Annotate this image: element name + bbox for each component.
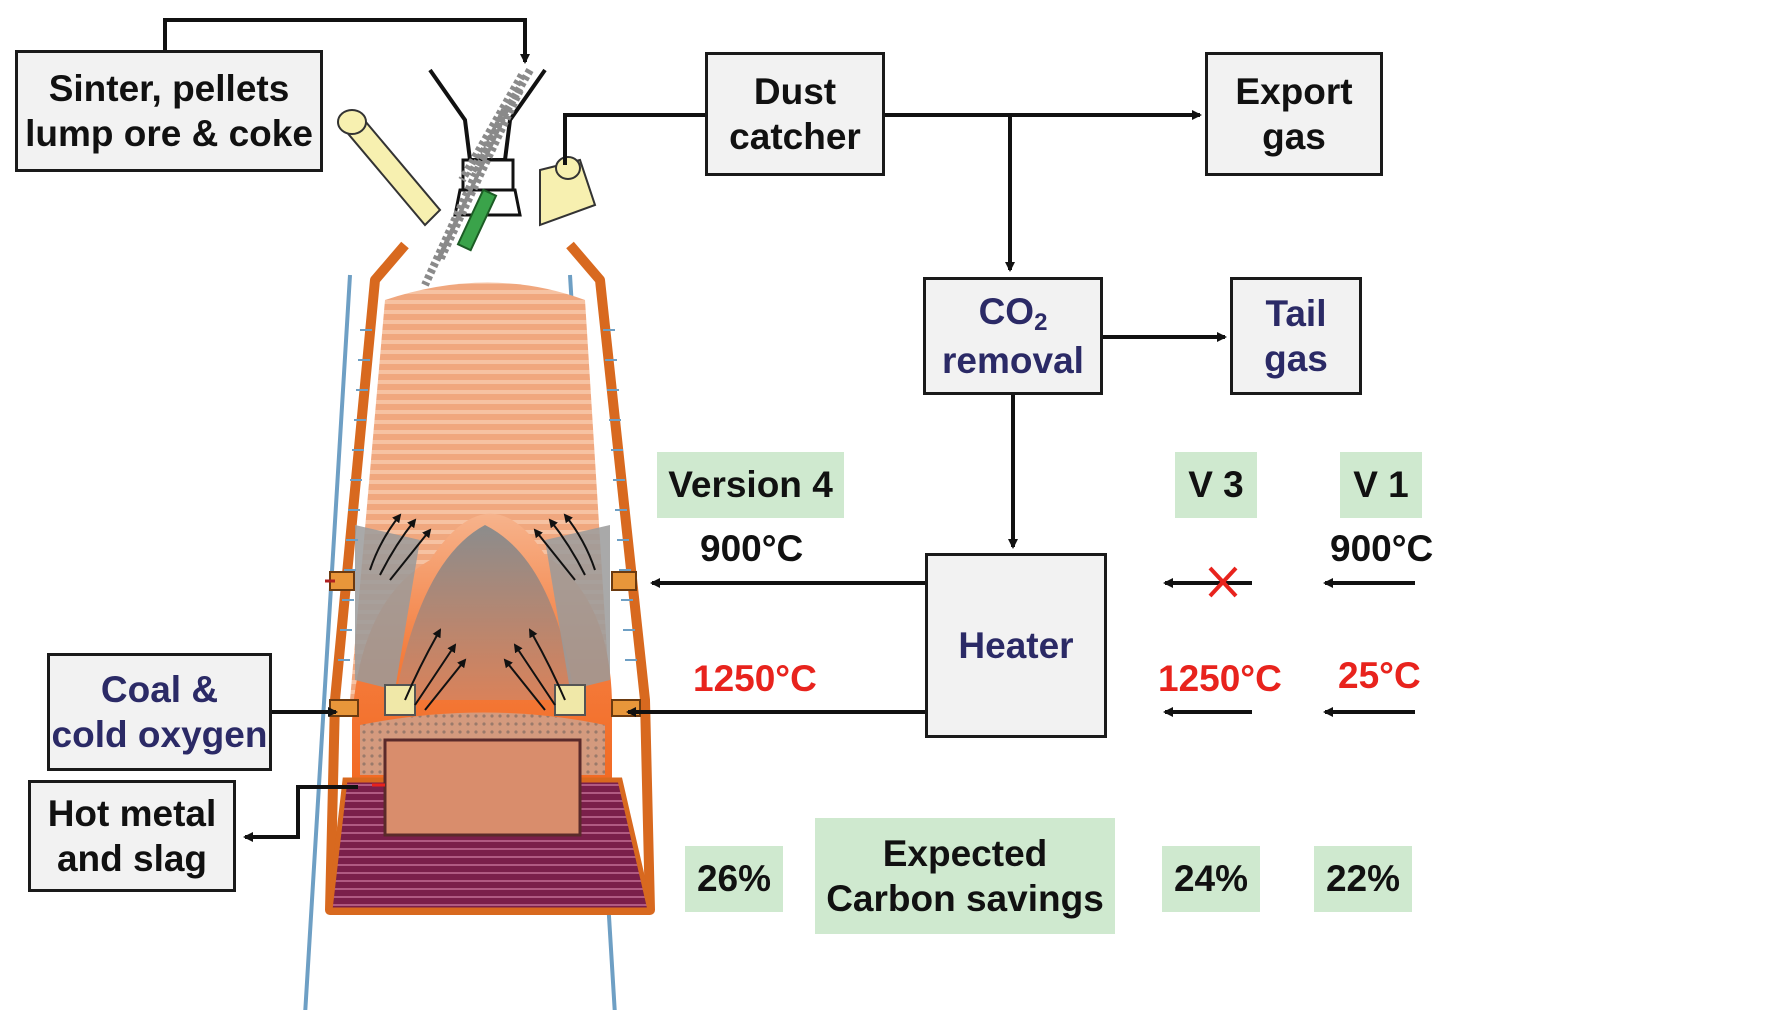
heater-label: Heater bbox=[958, 624, 1074, 666]
dust-catcher-line1: Dust bbox=[753, 70, 837, 112]
burden-line1: Sinter, pellets bbox=[48, 67, 290, 109]
coal-oxygen-line1: Coal & bbox=[100, 668, 219, 710]
co2-removal-box: CO2 removal bbox=[923, 277, 1103, 395]
savings-v1-value: 22% bbox=[1325, 858, 1401, 900]
crossed-out-icon bbox=[1208, 566, 1238, 598]
savings-v4-value: 26% bbox=[696, 858, 772, 900]
tail-gas-box: Tail gas bbox=[1230, 277, 1362, 395]
coal-oxygen-box: Coal & cold oxygen bbox=[47, 653, 272, 771]
savings-v1-tag: 22% bbox=[1314, 846, 1412, 912]
v4-lower-temp: 1250°C bbox=[693, 658, 817, 699]
savings-v3-tag: 24% bbox=[1162, 846, 1260, 912]
v4-upper-temp: 900°C bbox=[700, 528, 804, 569]
burden-input-box: Sinter, pellets lump ore & coke bbox=[15, 50, 323, 172]
v1-upper-temp: 900°C bbox=[1330, 528, 1434, 569]
blast-furnace-icon bbox=[303, 68, 655, 1010]
expected-savings-line2: Carbon savings bbox=[826, 878, 1104, 919]
flow-arrows bbox=[163, 18, 1415, 842]
export-gas-box: Export gas bbox=[1205, 52, 1383, 176]
version-3-label: V 3 bbox=[1188, 464, 1244, 506]
hot-metal-box: Hot metal and slag bbox=[28, 780, 236, 892]
co2-label: CO2 bbox=[978, 291, 1048, 337]
version-4-tag: Version 4 bbox=[657, 452, 844, 518]
co2-removal-line2: removal bbox=[942, 339, 1084, 381]
export-gas-line2: gas bbox=[1262, 116, 1326, 157]
expected-savings-line1: Expected bbox=[882, 832, 1048, 874]
coal-oxygen-line2: cold oxygen bbox=[51, 714, 268, 755]
savings-v3-value: 24% bbox=[1173, 858, 1249, 900]
hot-metal-line2: and slag bbox=[56, 838, 208, 879]
v1-lower-temp: 25°C bbox=[1338, 655, 1421, 696]
burden-line2: lump ore & coke bbox=[25, 113, 313, 154]
tail-gas-line1: Tail bbox=[1265, 292, 1327, 334]
version-3-tag: V 3 bbox=[1175, 452, 1257, 518]
dust-catcher-box: Dust catcher bbox=[705, 52, 885, 176]
version-1-label: V 1 bbox=[1353, 464, 1409, 506]
expected-savings-tag: Expected Carbon savings bbox=[815, 818, 1115, 934]
version-4-label: Version 4 bbox=[668, 464, 833, 506]
dust-catcher-line2: catcher bbox=[729, 116, 861, 157]
version-1-tag: V 1 bbox=[1340, 452, 1422, 518]
heater-box: Heater bbox=[925, 553, 1107, 738]
export-gas-line1: Export bbox=[1235, 70, 1353, 112]
tail-gas-line2: gas bbox=[1264, 338, 1328, 379]
hot-metal-line1: Hot metal bbox=[47, 792, 217, 834]
v3-lower-temp: 1250°C bbox=[1158, 658, 1282, 699]
savings-v4-tag: 26% bbox=[685, 846, 783, 912]
